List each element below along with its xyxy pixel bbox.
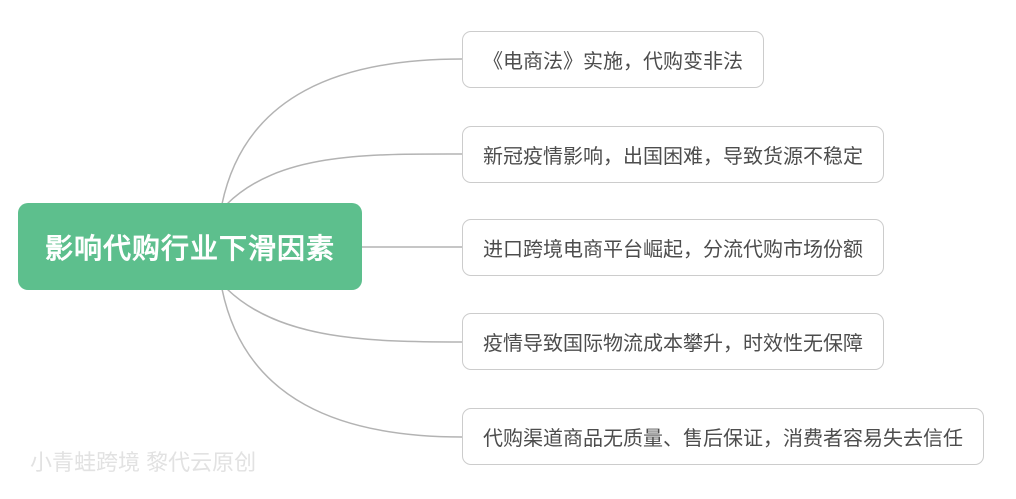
connector-branch-4 bbox=[226, 288, 463, 343]
branch-node-quality-trust[interactable]: 代购渠道商品无质量、售后保证，消费者容易失去信任 bbox=[462, 408, 984, 465]
connector-branch-2 bbox=[226, 153, 463, 205]
watermark-text: 小青蛙跨境 黎代云原创 bbox=[30, 450, 257, 475]
branch-node-ecommerce-law[interactable]: 《电商法》实施，代购变非法 bbox=[462, 31, 764, 88]
connector-branch-5 bbox=[221, 288, 463, 438]
branch-node-covid-supply[interactable]: 新冠疫情影响，出国困难，导致货源不稳定 bbox=[462, 126, 884, 183]
branch-node-logistics-cost[interactable]: 疫情导致国际物流成本攀升，时效性无保障 bbox=[462, 313, 884, 370]
branch-node-crossborder-platforms[interactable]: 进口跨境电商平台崛起，分流代购市场份额 bbox=[462, 219, 884, 276]
root-node[interactable]: 影响代购行业下滑因素 bbox=[18, 203, 362, 290]
connector-branch-1 bbox=[221, 58, 463, 205]
